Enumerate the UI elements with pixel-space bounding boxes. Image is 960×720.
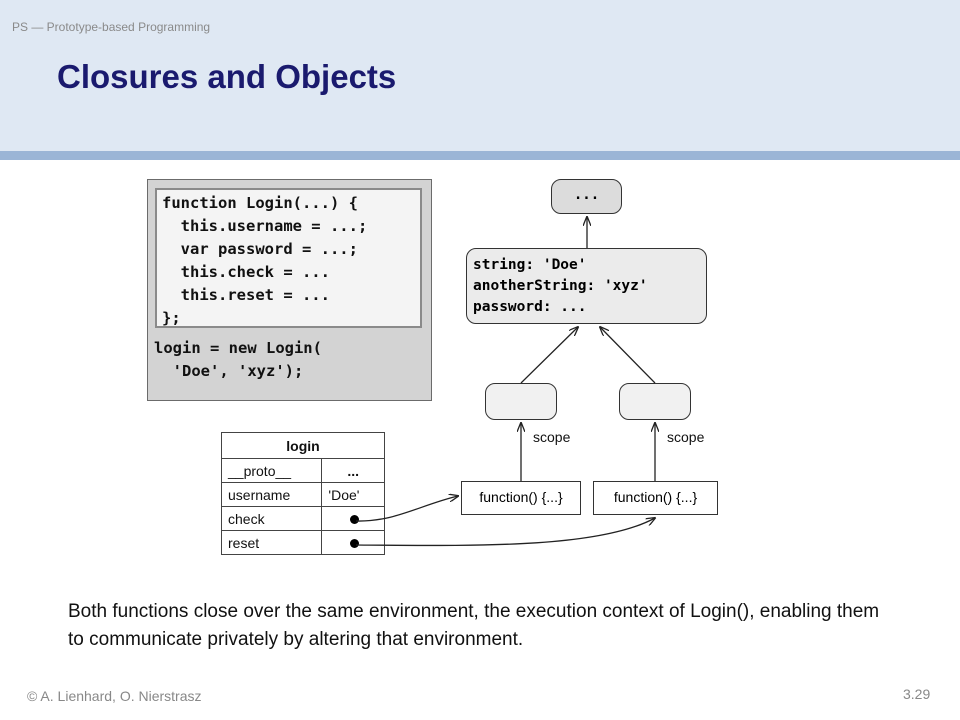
scope-label-left: scope	[533, 429, 571, 445]
function-box-check: function() {...}	[461, 481, 581, 515]
table-row: __proto__ ...	[220, 458, 385, 483]
code-login-call: login = new Login( 'Doe', 'xyz');	[154, 339, 322, 380]
table-row: reset	[220, 530, 385, 555]
pointer-dot-check	[350, 515, 360, 525]
arrow-right-scope-to-env	[600, 327, 656, 384]
env-line: anotherString: 'xyz'	[473, 278, 648, 294]
code-function-login: function Login(...) { this.username = ..…	[162, 194, 368, 327]
table-row: username 'Doe'	[220, 482, 385, 507]
login-environment-box: string: 'Doe' anotherString: 'xyz' passw…	[466, 248, 707, 324]
pointer-dot-reset	[350, 539, 360, 549]
header-divider	[0, 151, 960, 160]
slide-header: PS — Prototype-based Programming Closure…	[0, 0, 960, 151]
code-inner-panel	[155, 188, 422, 328]
table-row: check	[220, 506, 385, 531]
footer-authors: © A. Lienhard, O. Nierstrasz	[27, 688, 202, 704]
slide-title: Closures and Objects	[57, 58, 397, 95]
page-number: 3.29	[903, 686, 931, 702]
parent-environment-box: ...	[551, 179, 622, 214]
arrow-check-to-function	[355, 496, 458, 522]
slide-caption: Both functions close over the same envir…	[68, 601, 880, 650]
table-cell-key: username	[220, 482, 323, 507]
env-line: string: 'Doe'	[473, 257, 587, 273]
table-cell-key: check	[220, 506, 323, 531]
arrow-reset-to-function	[355, 518, 655, 547]
arrow-left-scope-to-env	[520, 327, 578, 384]
closure-scope-box-right	[619, 383, 691, 420]
course-label: PS — Prototype-based Programming	[12, 20, 211, 34]
closure-scope-box-left	[485, 383, 557, 420]
table-cell-key: __proto__	[220, 458, 323, 483]
scope-label-right: scope	[667, 429, 705, 445]
table-cell-key: reset	[220, 530, 323, 555]
table-cell-pointer	[321, 530, 385, 555]
table-cell-value: 'Doe'	[321, 482, 385, 507]
login-object-table: login __proto__ ... username 'Doe' check…	[220, 432, 385, 555]
function-box-reset: function() {...}	[593, 481, 718, 515]
env-line: password: ...	[473, 299, 587, 315]
